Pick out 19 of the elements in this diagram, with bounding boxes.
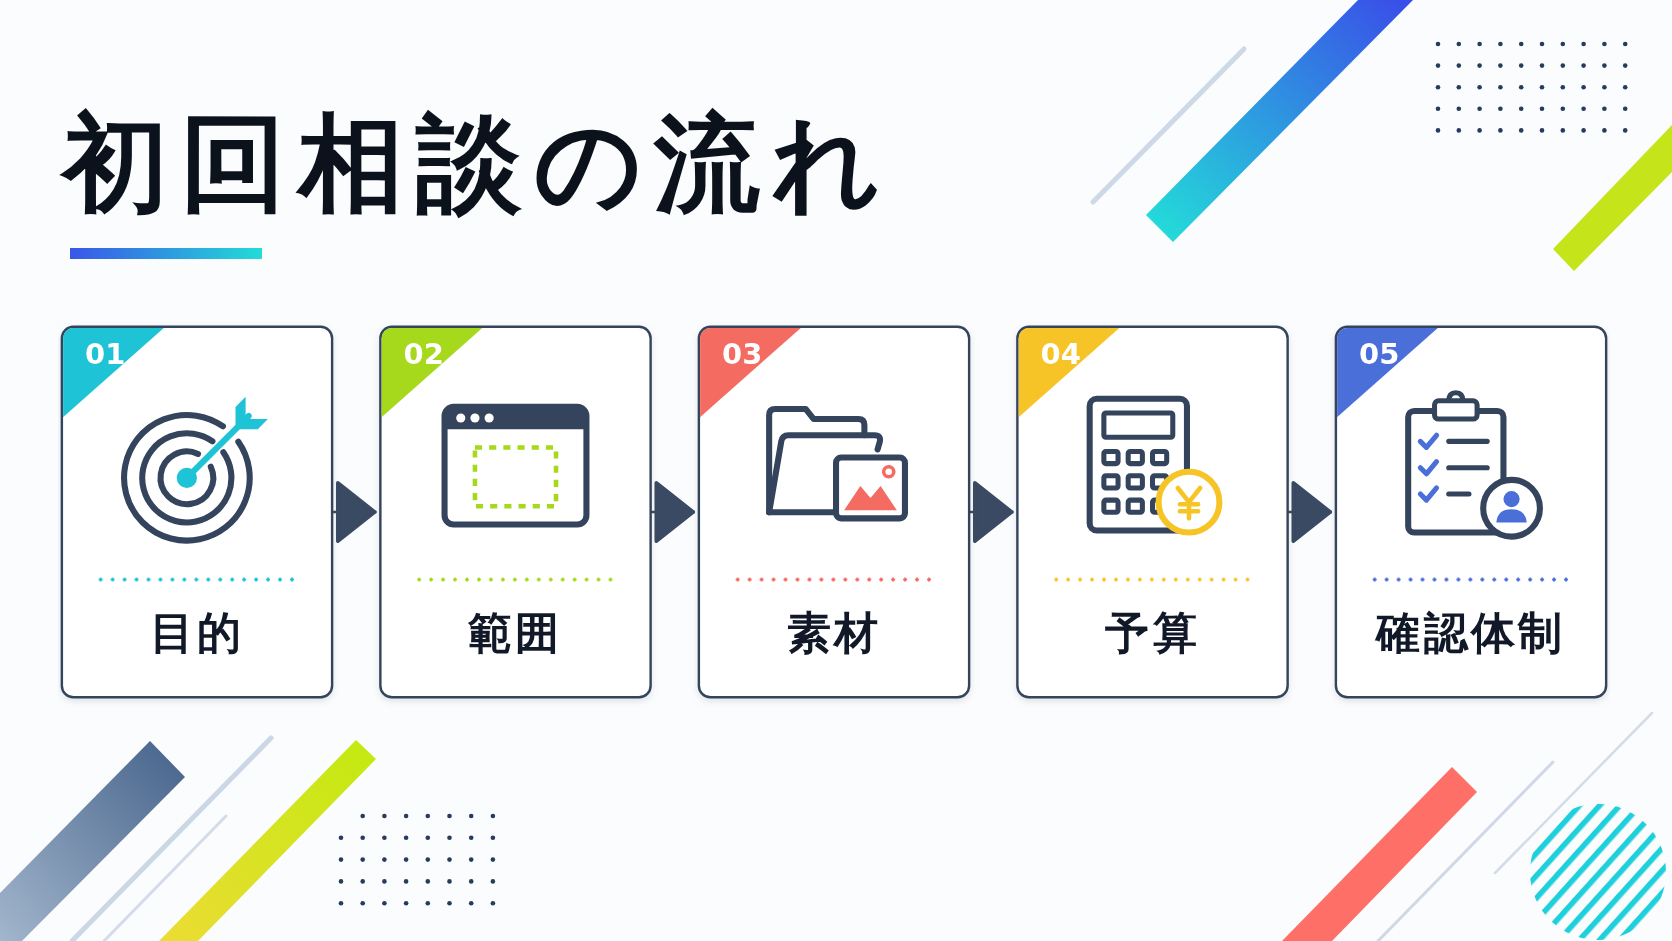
step-title: 確認体制 <box>1376 606 1566 660</box>
step-card <box>1334 325 1608 699</box>
step-card <box>1016 325 1289 699</box>
arrow <box>332 481 377 543</box>
step-card <box>697 325 971 699</box>
step-title: 素材 <box>786 606 882 660</box>
step-title: 予算 <box>1105 606 1200 660</box>
step-number: 04 <box>1040 340 1081 370</box>
step-card <box>60 325 334 699</box>
arrow <box>969 481 1014 543</box>
arrow <box>650 481 695 543</box>
step-number: 05 <box>1359 340 1400 370</box>
step-number: 01 <box>85 340 126 370</box>
step-number: 02 <box>403 340 444 370</box>
step-title: 目的 <box>149 606 245 660</box>
step-card <box>379 325 652 699</box>
step-title: 範囲 <box>468 606 563 660</box>
arrow <box>1287 481 1333 543</box>
step-number: 03 <box>722 340 763 370</box>
